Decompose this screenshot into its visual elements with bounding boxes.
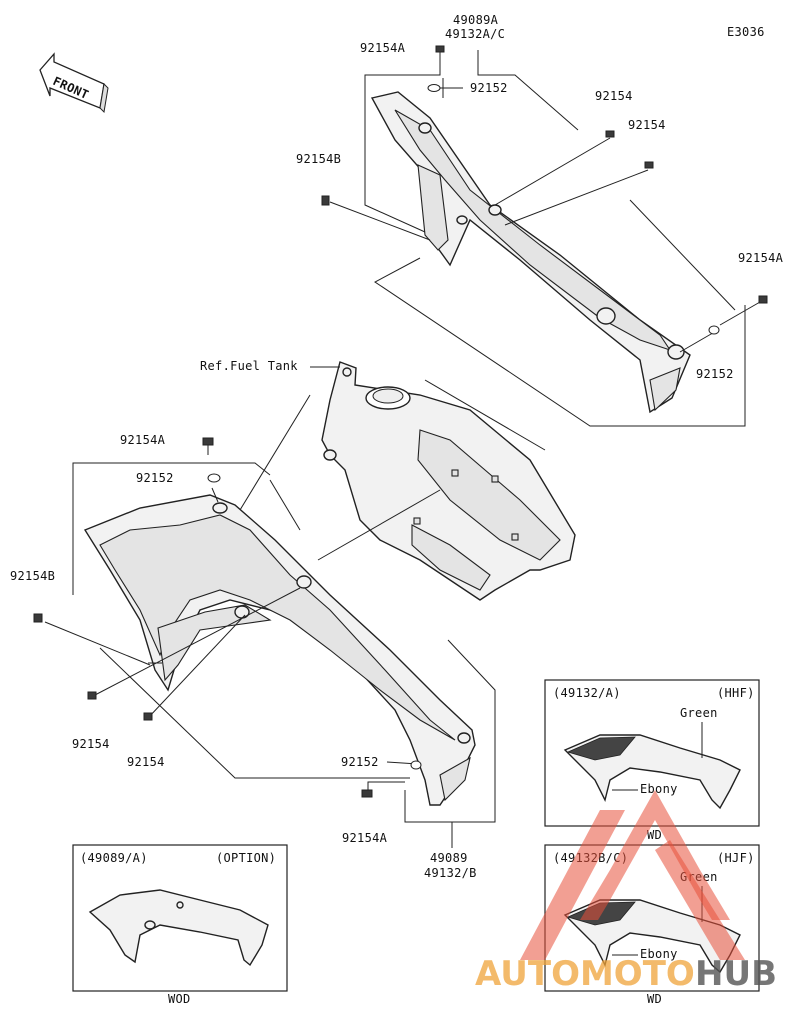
bolt-icon [143, 712, 153, 721]
lower-leaders [44, 462, 496, 848]
washer-icon [410, 760, 422, 770]
label-92154a-right: 92154A [738, 251, 784, 265]
bolt-icon [605, 130, 615, 138]
variant-hhf-color1: Green [680, 706, 718, 720]
washer-icon [207, 473, 221, 483]
variant-hhf-color2: Ebony [640, 782, 678, 796]
variant-box-hhf: (49132/A) (HHF) Green Ebony WD [544, 679, 760, 842]
label-92154-r1: 92154 [595, 89, 633, 103]
fasteners-lower [33, 437, 422, 798]
tank-guide-line [424, 379, 546, 451]
label-92152-top: 92152 [470, 81, 508, 95]
label-49089: 49089 [430, 851, 468, 865]
watermark-logo: AUTOMOTO HUB [475, 790, 777, 994]
upper-shroud [370, 91, 691, 414]
label-92152-right: 92152 [696, 367, 734, 381]
bolt-icon [644, 161, 654, 169]
bolt-icon [758, 295, 768, 304]
watermark-text-automoto: AUTOMOTO [475, 954, 695, 994]
variant-option-code: (49089/A) [80, 851, 148, 865]
label-92154-r2: 92154 [628, 118, 666, 132]
bolt-icon [435, 45, 445, 66]
label-92154-l1: 92154 [72, 737, 110, 751]
variant-option-tag: (OPTION) [216, 851, 276, 865]
variant-hjf-model: WD [647, 992, 662, 1006]
bolt-icon [361, 789, 373, 798]
label-ref-fuel-tank: Ref.Fuel Tank [200, 359, 298, 373]
label-92154-l2: 92154 [127, 755, 165, 769]
label-92154a-top: 92154A [360, 41, 406, 55]
bolt-icon [87, 691, 97, 700]
variant-option-model: WOD [168, 992, 191, 1006]
bolt-icon [33, 613, 43, 623]
label-49132b: 49132/B [424, 866, 477, 880]
label-92152-bottom: 92152 [341, 755, 379, 769]
label-92152-left: 92152 [136, 471, 174, 485]
washer-icon [708, 325, 720, 335]
front-arrow-icon: FRONT [39, 52, 109, 114]
watermark-text-hub: HUB [695, 954, 777, 994]
label-92154b-top: 92154B [296, 152, 341, 166]
label-92154a-left: 92154A [120, 433, 166, 447]
label-92154b-left: 92154B [10, 569, 55, 583]
tank-guide-line [239, 394, 311, 511]
variant-hhf-code: (49132/A) [553, 686, 621, 700]
variant-hjf-tag: (HJF) [717, 851, 755, 865]
label-92154a-bottom: 92154A [342, 831, 388, 845]
variant-hjf-color2: Ebony [640, 947, 678, 961]
variant-hhf-tag: (HHF) [717, 686, 755, 700]
lower-shroud [83, 494, 476, 806]
bolt-icon [202, 437, 214, 455]
washer-icon [427, 84, 441, 92]
variant-box-option: (49089/A) (OPTION) WOD [72, 844, 288, 1006]
bolt-icon [321, 195, 330, 206]
fuel-tank [321, 361, 576, 601]
variant-hhf-model: WD [647, 828, 662, 842]
diagram-code: E3036 [727, 25, 765, 39]
label-49089a: 49089A [453, 13, 499, 27]
upper-leaders [329, 50, 761, 427]
fasteners-upper [321, 45, 768, 335]
label-49132ac: 49132A/C [445, 27, 505, 41]
